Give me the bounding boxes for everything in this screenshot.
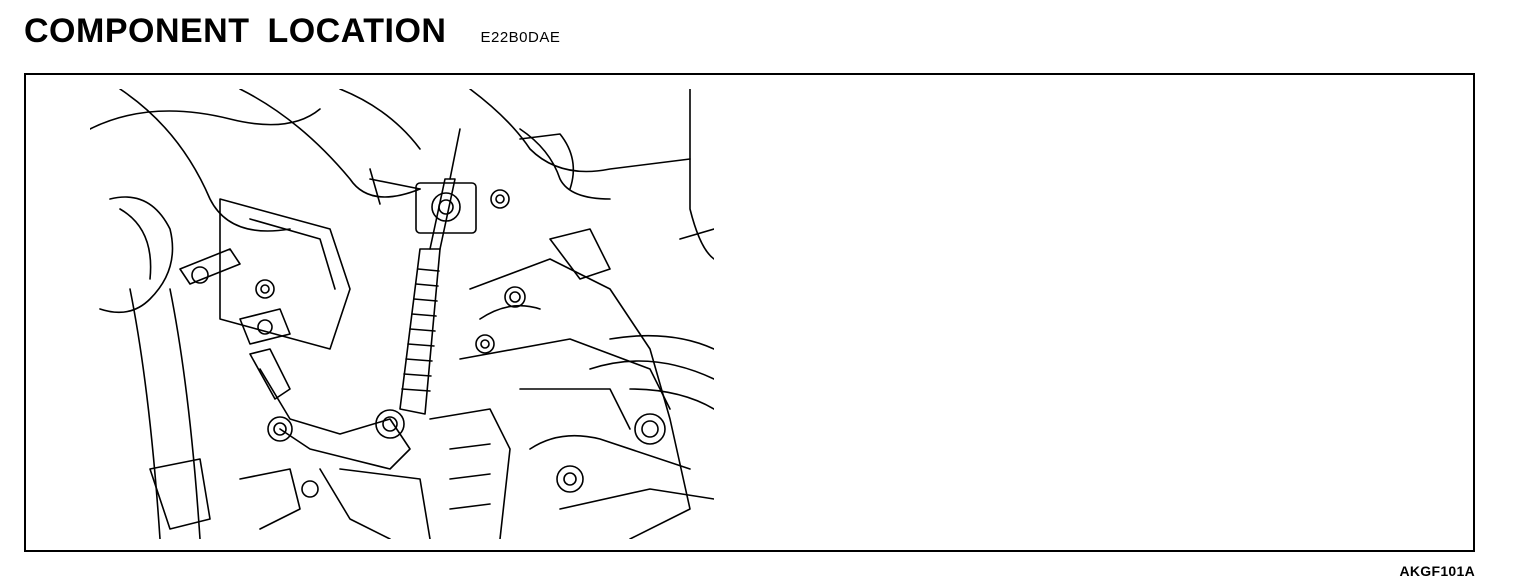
figure-id: AKGF101A [1399, 563, 1475, 579]
page-heading: COMPONENT LOCATION E22B0DAE [24, 12, 560, 51]
engine-shift-cable-drawing-icon [90, 89, 714, 539]
section-code: E22B0DAE [480, 29, 561, 46]
illustration-frame [24, 73, 1475, 552]
page-title: COMPONENT LOCATION [24, 12, 447, 50]
